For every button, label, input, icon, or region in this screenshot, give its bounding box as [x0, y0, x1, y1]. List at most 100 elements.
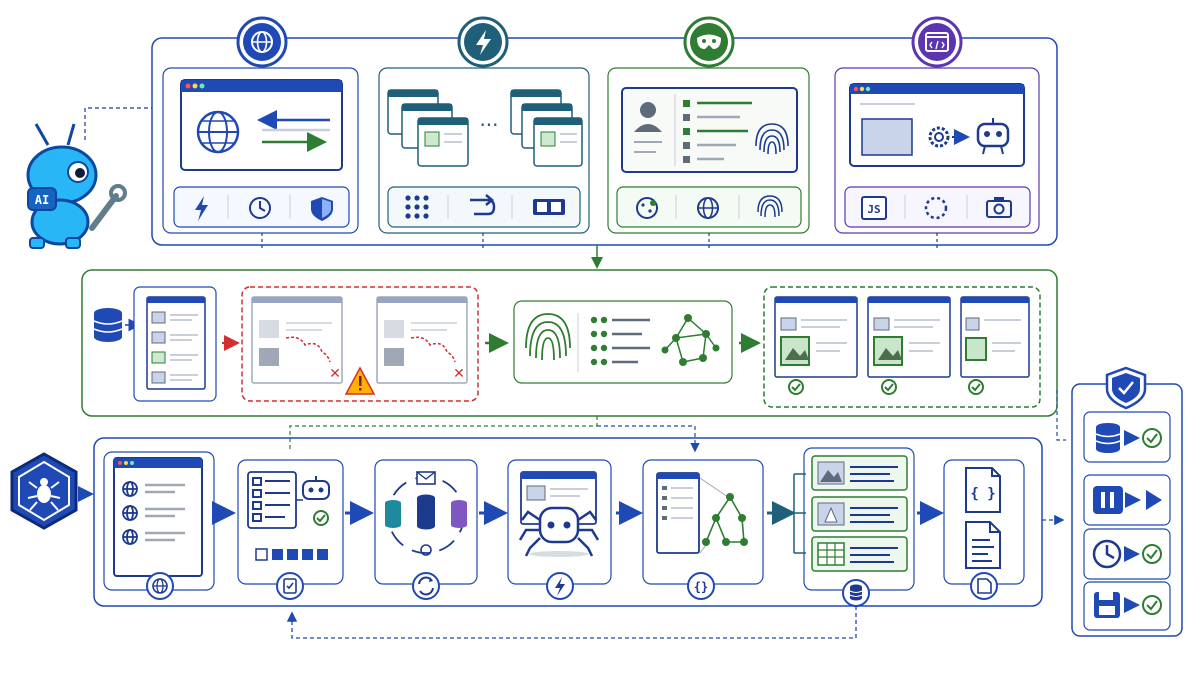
- stage-parse-structure: {}: [642, 459, 764, 600]
- right-row-save[interactable]: [1083, 581, 1171, 631]
- top-panel-stealth-identity: [607, 67, 810, 234]
- globe-icon: [697, 197, 719, 219]
- tree-graph-icon: [702, 493, 748, 546]
- record-table-row: [811, 536, 908, 572]
- robot-icon: [976, 118, 1010, 155]
- user-avatar-icon: [634, 102, 662, 153]
- check-icon: [1142, 595, 1162, 615]
- stage-crawler-fetch: [507, 459, 612, 600]
- robot-icon: [302, 476, 330, 500]
- database-icon: [93, 308, 123, 342]
- server-stack-teal: [385, 500, 401, 528]
- js-icon: [861, 196, 887, 220]
- cookie-icon: [636, 197, 658, 219]
- grid-dots-icon: [405, 195, 429, 219]
- right-row-pause[interactable]: [1083, 474, 1171, 526]
- mascot: AI: [26, 107, 152, 249]
- clock-icon: [249, 197, 271, 219]
- check-icon: [1142, 544, 1162, 564]
- camera-icon: [986, 197, 1012, 218]
- middle-to-pipeline-connector: [289, 416, 598, 450]
- right-row-database[interactable]: [1083, 411, 1171, 463]
- document-icon: [965, 521, 1001, 569]
- database-icon: [1095, 423, 1121, 453]
- broken-pages-group: ✕ ✕: [241, 286, 479, 402]
- lightning-icon: [195, 196, 208, 221]
- split-view-icon: [533, 199, 565, 215]
- server-stack-navy: [417, 494, 435, 530]
- top-badge-globe-icon: [236, 16, 288, 68]
- stage-task-queue: [237, 459, 344, 600]
- shield-check-icon: [1105, 366, 1147, 410]
- gear-icon: [928, 126, 950, 148]
- braces-icon: {}: [687, 572, 715, 600]
- right-panel: [1056, 366, 1183, 637]
- mascot-badge-label: AI: [35, 193, 49, 207]
- check-icon: [313, 510, 329, 526]
- cross-icon: ✕: [329, 366, 341, 382]
- play-icon: [1146, 490, 1162, 510]
- mail-icon: [416, 471, 436, 485]
- stage-distributed-workers: [374, 459, 478, 600]
- queue-slots: [255, 548, 328, 561]
- spider-hexagon-icon[interactable]: [10, 452, 78, 530]
- feedback-loop-arrow: [286, 606, 857, 639]
- stage-export-files: { }: [943, 459, 1025, 600]
- svg-text:···: ···: [479, 113, 498, 137]
- fingerprint-graph-card: [513, 300, 733, 384]
- json-file-label: { }: [970, 486, 995, 502]
- globe-icon: [196, 110, 240, 154]
- check-icon: [968, 379, 984, 395]
- rendered-image-block: [861, 118, 913, 156]
- lightning-icon: [546, 572, 574, 600]
- record-image-row: [811, 455, 908, 491]
- fingerprint-icon: [757, 195, 783, 218]
- fingerprint-icon: [525, 313, 571, 361]
- top-section-frame: [151, 37, 1058, 246]
- spider-robot-icon: [518, 506, 600, 557]
- page-list-card: [133, 286, 217, 402]
- check-icon: [881, 379, 897, 395]
- clipboard-check-icon: [276, 572, 304, 600]
- feature-list: [590, 316, 650, 366]
- cross-icon: ✕: [453, 366, 465, 382]
- page-stack-right: [510, 89, 583, 167]
- js-icon-label: JS: [867, 203, 880, 216]
- network-graph-icon: [661, 314, 720, 366]
- database-icon: [842, 579, 870, 607]
- top-connectors: [261, 233, 938, 250]
- top-badge-code-window-icon: [911, 16, 963, 68]
- pause-icon: [1093, 486, 1123, 514]
- identity-fields: [683, 100, 752, 163]
- pipeline-frame: [93, 437, 1043, 607]
- json-file-icon: { }: [965, 467, 1001, 513]
- top-panel-parallel-pages: ···: [378, 67, 590, 234]
- top-badge-mask-icon: [683, 16, 735, 68]
- record-person-row: [811, 496, 908, 532]
- middle-section-frame: [81, 269, 1058, 417]
- warning-icon: [344, 366, 376, 395]
- stage-extracted-records: [793, 447, 915, 607]
- top-panel-browser-render: JS: [834, 67, 1040, 234]
- pipeline-section: {}: [10, 437, 1065, 639]
- top-panel-web-request: [162, 67, 359, 234]
- page-stack-left: [387, 89, 469, 167]
- check-icon: [788, 379, 804, 395]
- wrench-icon: [89, 184, 127, 231]
- loading-spinner-icon: [924, 196, 948, 220]
- server-stack-purple: [451, 500, 467, 528]
- check-icon: [1142, 428, 1162, 448]
- braces-icon-label: {}: [694, 580, 708, 594]
- save-icon: [1094, 592, 1120, 618]
- document-badge-icon: [970, 572, 998, 600]
- mascot-badge: [27, 187, 57, 211]
- validated-pages-group: [763, 286, 1041, 408]
- fingerprint-icon: [755, 123, 789, 155]
- clock-icon: [1092, 539, 1122, 569]
- top-badge-lightning-icon: [457, 16, 509, 68]
- right-row-clock[interactable]: [1083, 528, 1171, 580]
- top-section: AI: [26, 16, 1058, 269]
- globe-icon: [146, 572, 174, 600]
